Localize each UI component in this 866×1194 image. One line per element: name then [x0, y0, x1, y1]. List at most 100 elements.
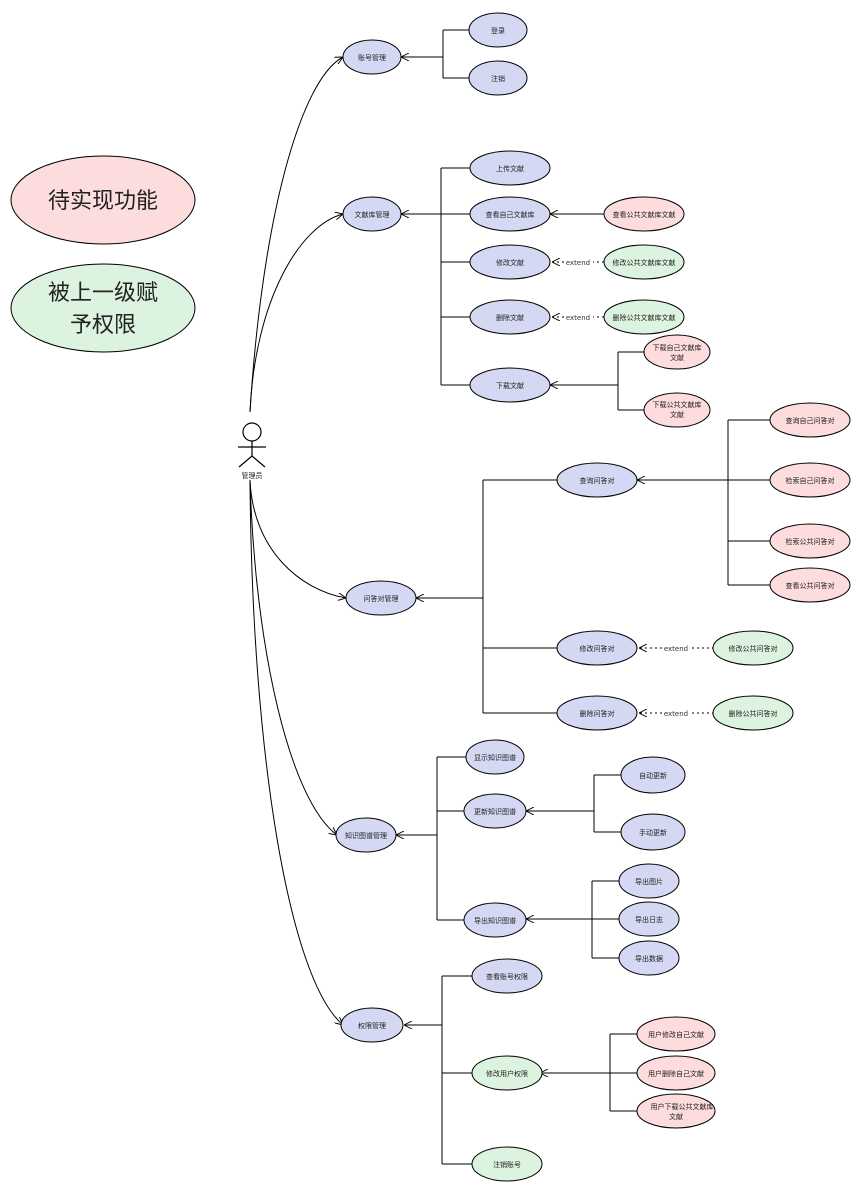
usecase-modify-public-qa[interactable]: 修改公共问答对: [712, 630, 794, 666]
svg-text:知识图谱管理: 知识图谱管理: [345, 831, 387, 840]
usecase-library-mgmt[interactable]: 文献库管理: [342, 196, 402, 232]
actor-admin: 管理员: [238, 422, 266, 480]
svg-text:文献库管理: 文献库管理: [355, 210, 390, 219]
svg-text:查看自己文献库: 查看自己文献库: [486, 210, 535, 219]
svg-text:导出日志: 导出日志: [635, 915, 663, 924]
legend-granted-label-line1: 被上一级赋: [48, 281, 158, 306]
svg-text:导出数据: 导出数据: [635, 954, 663, 963]
usecase-update-kg[interactable]: 更新知识图谱: [463, 793, 527, 829]
usecase-kg-mgmt[interactable]: 知识图谱管理: [335, 817, 397, 853]
assoc-library: [249, 214, 343, 413]
usecase-export-data[interactable]: 导出数据: [618, 940, 680, 976]
usecase-show-kg[interactable]: 显示知识图谱: [465, 739, 525, 775]
usecase-delete-public-doc[interactable]: 删除公共文献库文献: [603, 299, 685, 335]
usecase-user-delete-own[interactable]: 用户删除自己文献: [636, 1055, 716, 1091]
usecase-download-doc[interactable]: 下载文献: [469, 367, 551, 403]
svg-text:下载自己文献库: 下载自己文献库: [653, 343, 702, 352]
svg-text:下载文献: 下载文献: [496, 381, 524, 390]
usecase-cancel-account[interactable]: 注销账号: [471, 1146, 543, 1182]
svg-text:查看公共问答对: 查看公共问答对: [786, 581, 835, 590]
svg-text:查询问答对: 查询问答对: [580, 476, 615, 485]
svg-text:删除问答对: 删除问答对: [580, 709, 615, 718]
extend-label: extend: [566, 259, 590, 267]
assoc-account: [249, 57, 343, 413]
actor-label: 管理员: [242, 471, 263, 480]
usecase-search-public-qa[interactable]: 检索公共问答对: [769, 523, 851, 559]
usecase-account-mgmt[interactable]: 账号管理: [342, 39, 402, 75]
usecase-view-public-qa[interactable]: 查看公共问答对: [769, 567, 851, 603]
svg-text:查看账号权限: 查看账号权限: [486, 972, 528, 981]
svg-text:删除文献: 删除文献: [496, 313, 524, 322]
actor-associations: [249, 57, 346, 1025]
svg-text:注销: 注销: [491, 74, 505, 83]
usecase-query-own-qa[interactable]: 查询自己问答对: [769, 402, 851, 438]
extend-label: extend: [664, 645, 688, 653]
svg-text:检索公共问答对: 检索公共问答对: [786, 537, 835, 546]
svg-text:上传文献: 上传文献: [496, 164, 524, 173]
svg-text:删除公共文献库文献: 删除公共文献库文献: [613, 313, 676, 322]
use-case-nodes: 账号管理 登录 注销 文献库管理 上传文献 查看自己文献库 查看公共文献库文献 …: [335, 12, 851, 1182]
usecase-login[interactable]: 登录: [468, 12, 528, 48]
svg-text:下载公共文献库: 下载公共文献库: [653, 400, 702, 409]
svg-text:查看公共文献库文献: 查看公共文献库文献: [613, 210, 676, 219]
svg-text:文献: 文献: [670, 353, 684, 362]
svg-text:导出知识图谱: 导出知识图谱: [474, 916, 516, 925]
usecase-manual-update[interactable]: 手动更新: [620, 813, 686, 851]
usecase-delete-qa[interactable]: 删除问答对: [556, 695, 638, 731]
svg-text:登录: 登录: [491, 26, 505, 35]
usecase-delete-doc[interactable]: 删除文献: [469, 299, 551, 335]
svg-text:修改文献: 修改文献: [496, 258, 524, 267]
svg-text:删除公共问答对: 删除公共问答对: [729, 709, 778, 718]
usecase-view-perm[interactable]: 查看账号权限: [471, 958, 543, 994]
usecase-auto-update[interactable]: 自动更新: [620, 756, 686, 794]
usecase-query-qa[interactable]: 查询问答对: [556, 462, 638, 498]
usecase-export-log[interactable]: 导出日志: [618, 901, 680, 937]
extend-links: [552, 262, 714, 713]
usecase-modify-public-doc[interactable]: 修改公共文献库文献: [603, 244, 685, 280]
usecase-perm-mgmt[interactable]: 权限管理: [340, 1007, 404, 1043]
svg-text:问答对管理: 问答对管理: [364, 594, 399, 603]
svg-text:权限管理: 权限管理: [358, 1021, 386, 1030]
usecase-modify-user-perm[interactable]: 修改用户权限: [471, 1055, 543, 1091]
svg-text:修改问答对: 修改问答对: [580, 644, 615, 653]
svg-text:用户修改自己文献: 用户修改自己文献: [648, 1030, 704, 1039]
usecase-delete-public-qa[interactable]: 删除公共问答对: [712, 695, 794, 731]
assoc-qa: [249, 479, 346, 598]
usecase-view-public-library[interactable]: 查看公共文献库文献: [603, 196, 685, 232]
usecase-search-own-qa[interactable]: 检索自己问答对: [769, 462, 851, 498]
legend-granted: 被上一级赋 予权限: [10, 263, 196, 353]
include-trees: [396, 29, 770, 1165]
svg-text:自动更新: 自动更新: [639, 771, 667, 780]
extend-label: extend: [566, 314, 590, 322]
usecase-modify-qa[interactable]: 修改问答对: [556, 630, 638, 666]
usecase-view-own-library[interactable]: 查看自己文献库: [469, 196, 551, 232]
svg-text:显示知识图谱: 显示知识图谱: [474, 753, 516, 762]
assoc-kg: [249, 479, 337, 835]
svg-text:注销账号: 注销账号: [493, 1160, 521, 1169]
legend-granted-label-line2: 予权限: [70, 313, 136, 338]
svg-text:用户删除自己文献: 用户删除自己文献: [648, 1069, 704, 1078]
svg-text:手动更新: 手动更新: [639, 828, 667, 837]
assoc-perm: [249, 479, 343, 1025]
usecase-qa-mgmt[interactable]: 问答对管理: [345, 580, 417, 616]
legend-pending: 待实现功能: [10, 155, 196, 245]
usecase-user-modify-own[interactable]: 用户修改自己文献: [636, 1016, 716, 1052]
usecase-modify-doc[interactable]: 修改文献: [469, 244, 551, 280]
svg-text:修改用户权限: 修改用户权限: [486, 1069, 528, 1078]
svg-text:修改公共文献库文献: 修改公共文献库文献: [613, 258, 676, 267]
svg-text:导出图片: 导出图片: [635, 877, 663, 886]
svg-text:账号管理: 账号管理: [358, 53, 386, 62]
usecase-upload-doc[interactable]: 上传文献: [469, 150, 551, 186]
svg-text:文献: 文献: [670, 410, 684, 419]
legend-pending-label: 待实现功能: [48, 189, 158, 214]
usecase-export-image[interactable]: 导出图片: [618, 863, 680, 899]
usecase-logout[interactable]: 注销: [468, 60, 528, 96]
usecase-export-kg[interactable]: 导出知识图谱: [463, 902, 527, 938]
svg-text:更新知识图谱: 更新知识图谱: [474, 807, 516, 816]
extend-label: extend: [664, 710, 688, 718]
svg-text:文献: 文献: [669, 1112, 683, 1121]
